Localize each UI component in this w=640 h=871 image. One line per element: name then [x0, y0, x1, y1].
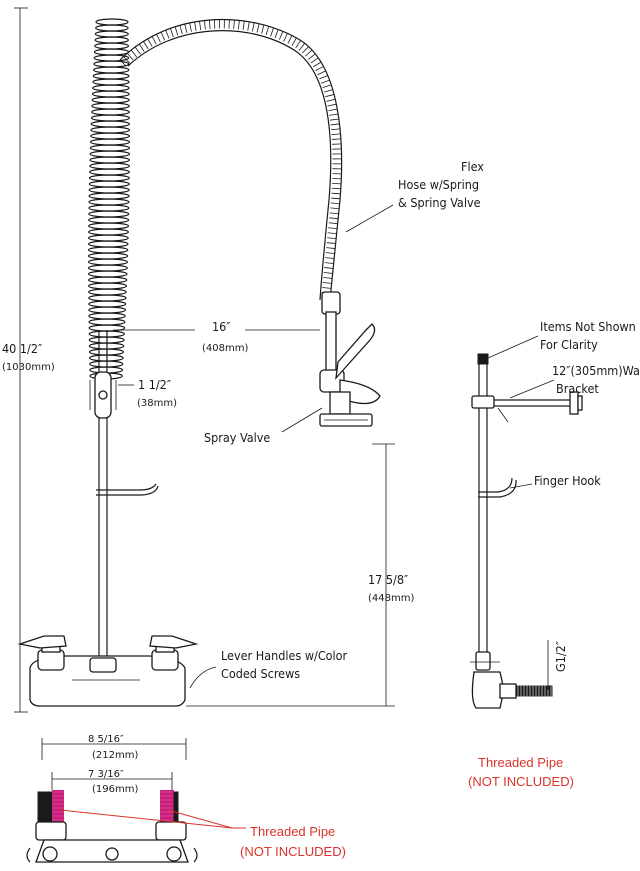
side-view — [470, 335, 583, 709]
flex-label-2: Hose w/Spring — [398, 177, 479, 192]
dim-7: 7 3/16″ — [88, 769, 124, 780]
dim-17-mm: (448mm) — [368, 593, 414, 604]
faucet-base — [17, 635, 199, 707]
side-finger-hook — [478, 477, 513, 493]
wall-bracket — [471, 391, 583, 423]
wall-bracket-label-1: 12″(305mm)Wal — [552, 363, 640, 378]
hose-rings — [119, 19, 342, 299]
g-half-label: G1/2″ — [553, 641, 568, 672]
right-lever-handle — [149, 635, 199, 649]
dim-40: 40 1/2″ — [2, 341, 42, 356]
flex-hose — [119, 19, 343, 301]
dim-16: 16″ — [212, 319, 231, 334]
dim-17: 17 5/8″ — [368, 572, 408, 587]
finger-hook-label: Finger Hook — [534, 473, 601, 488]
items-not-shown-2: For Clarity — [540, 337, 598, 352]
dim-7-mm: (196mm) — [92, 784, 138, 795]
dim-8: 8 5/16″ — [88, 734, 124, 745]
right-threaded-pipe — [160, 790, 174, 822]
left-lever-handle — [17, 635, 67, 649]
threaded-pipe-bottom: Threaded Pipe — [250, 824, 335, 839]
top-cap — [477, 353, 489, 365]
side-valve — [470, 651, 553, 709]
spring-coil — [87, 18, 131, 380]
dim-8-mm: (212mm) — [92, 750, 138, 761]
dim-40-mm: (1030mm) — [2, 362, 55, 373]
side-threaded-pipe — [515, 685, 553, 697]
wall-bracket-label-2: Bracket — [556, 381, 599, 396]
items-not-shown-1: Items Not Shown — [540, 319, 636, 334]
spray-valve — [319, 291, 381, 427]
top-view — [26, 738, 246, 863]
not-included-bottom: (NOT INCLUDED) — [240, 844, 346, 859]
lever-handles-label-2: Coded Screws — [221, 666, 300, 681]
not-included-right: (NOT INCLUDED) — [468, 774, 574, 789]
flex-label-3: & Spring Valve — [398, 195, 481, 210]
finger-hook — [96, 483, 157, 491]
labels: Flex Hose w/Spring & Spring Valve 16″ (4… — [2, 159, 640, 859]
main-faucet — [14, 7, 395, 713]
spray-lever — [335, 323, 376, 380]
threaded-pipe-right: Threaded Pipe — [478, 755, 563, 770]
dim-16-mm: (408mm) — [202, 343, 248, 354]
lever-handles-label-1: Lever Handles w/Color — [221, 648, 348, 663]
flex-label-1: Flex — [461, 159, 484, 174]
left-inlet-dark — [37, 791, 53, 823]
dim-1-5: 1 1/2″ — [138, 377, 171, 392]
dim-1-5-mm: (38mm) — [137, 398, 177, 409]
spray-valve-label: Spray Valve — [204, 430, 270, 445]
left-threaded-pipe — [52, 790, 64, 822]
